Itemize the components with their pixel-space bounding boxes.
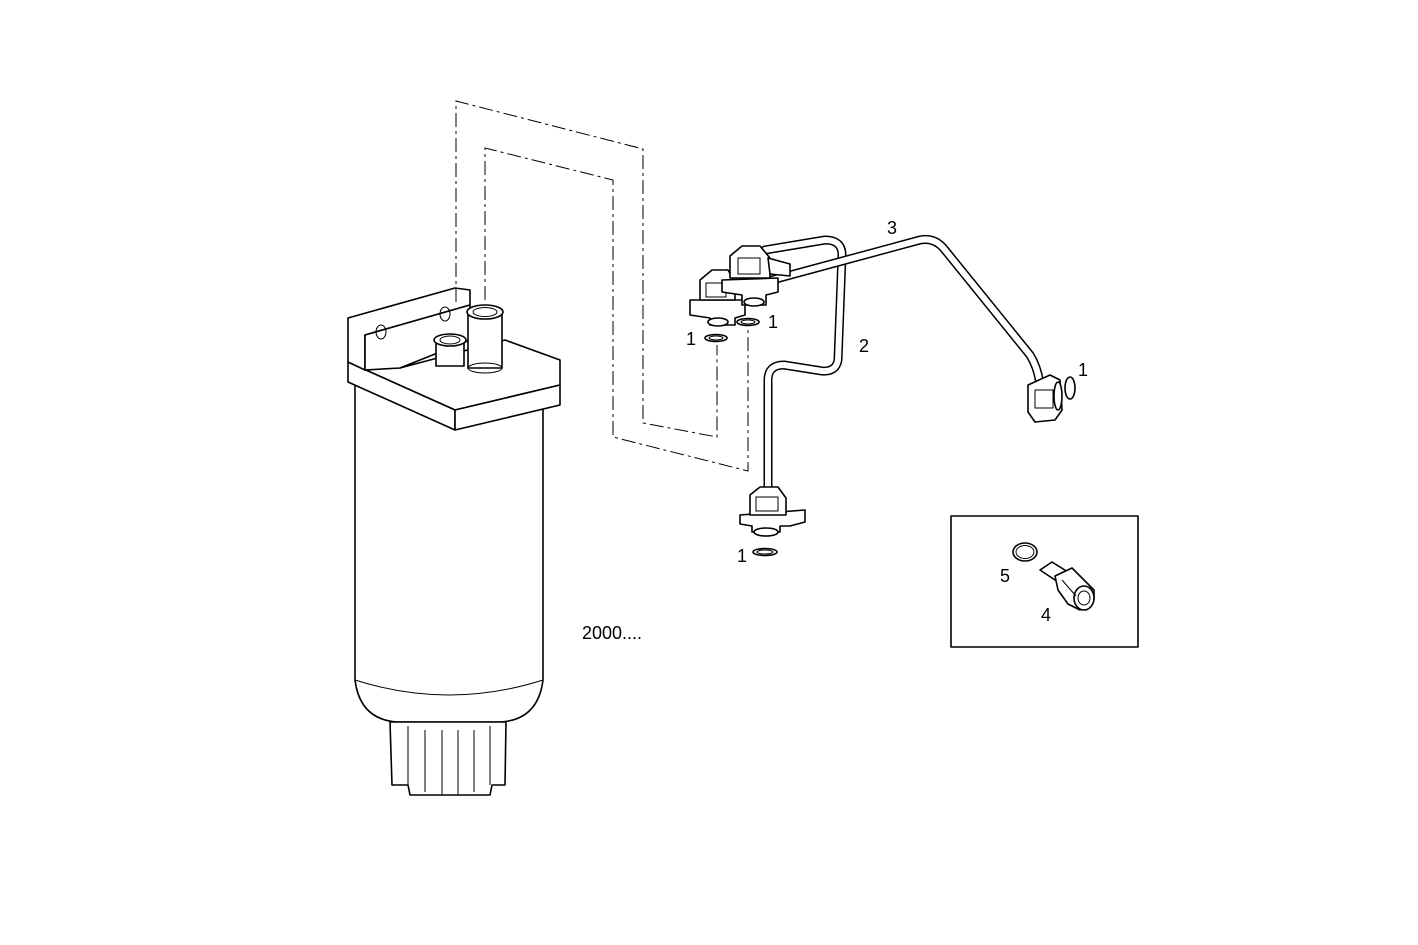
- callout-1-bottom: 1: [737, 546, 748, 566]
- connector-bottom: [739, 486, 806, 537]
- pipe-2: [760, 235, 847, 500]
- callout-2: 2: [859, 336, 870, 356]
- callout-1-left: 1: [686, 329, 697, 349]
- pipe-3: [767, 235, 1045, 390]
- callout-5: 5: [1000, 566, 1011, 586]
- connector-right: [1027, 374, 1076, 423]
- fuel-filter-assembly: [347, 287, 561, 796]
- callout-3: 3: [887, 218, 898, 238]
- callout-1-mid: 1: [768, 312, 779, 332]
- connection-lines: [455, 100, 749, 472]
- connector-top-right: [721, 245, 791, 307]
- detail-inset: [950, 515, 1139, 648]
- version-note: 2000....: [582, 623, 643, 643]
- callout-4: 4: [1041, 605, 1052, 625]
- callout-1-right: 1: [1078, 360, 1089, 380]
- o-rings-1: [704, 317, 778, 557]
